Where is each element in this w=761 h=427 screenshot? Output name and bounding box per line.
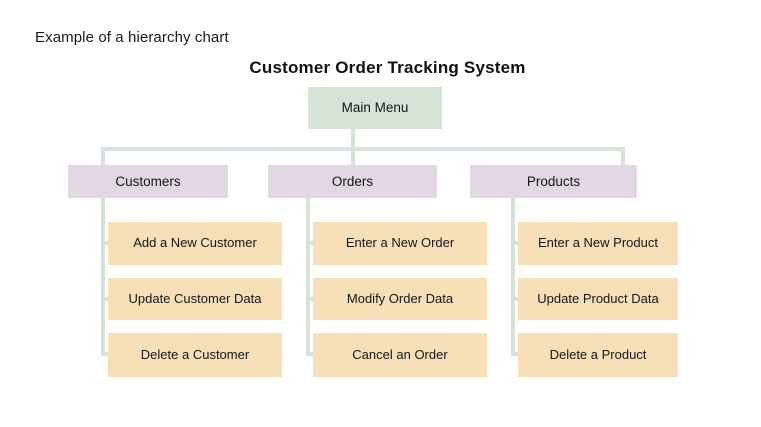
node-products-label: Products <box>526 173 581 189</box>
node-modify-order-data-label: Modify Order Data <box>346 290 454 306</box>
node-orders[interactable]: Orders <box>268 165 437 198</box>
node-cancel-an-order[interactable]: Cancel an Order <box>313 333 487 377</box>
connector-stub-orders-3 <box>306 352 316 356</box>
connector-root-stem <box>351 129 355 150</box>
connector-stub-products-1 <box>511 241 521 245</box>
connector-trunk-products <box>511 198 515 356</box>
node-delete-a-product[interactable]: Delete a Product <box>518 333 678 377</box>
connector-trunk-customers <box>101 198 105 356</box>
connector-stub-products-2 <box>511 297 521 301</box>
node-update-customer-data[interactable]: Update Customer Data <box>108 278 282 320</box>
node-cancel-an-order-label: Cancel an Order <box>352 346 448 362</box>
connector-stub-orders-1 <box>306 241 316 245</box>
node-update-customer-data-label: Update Customer Data <box>128 290 262 306</box>
node-delete-a-customer-label: Delete a Customer <box>140 346 250 362</box>
node-add-a-new-customer[interactable]: Add a New Customer <box>108 222 282 265</box>
node-delete-a-product-label: Delete a Product <box>549 346 647 362</box>
node-main-menu-label: Main Menu <box>341 100 409 116</box>
chart-title-text: Customer Order Tracking System <box>249 58 526 77</box>
node-products[interactable]: Products <box>470 165 637 198</box>
node-update-product-data-label: Update Product Data <box>537 290 659 306</box>
connector-stub-customers-2 <box>101 297 111 301</box>
connector-trunk-orders <box>306 198 310 356</box>
connector-stub-customers-1 <box>101 241 111 245</box>
node-update-product-data[interactable]: Update Product Data <box>518 278 678 320</box>
node-add-a-new-customer-label: Add a New Customer <box>133 235 257 251</box>
connector-drop-customers <box>101 147 105 167</box>
node-modify-order-data[interactable]: Modify Order Data <box>313 278 487 320</box>
connector-drop-orders <box>351 147 355 167</box>
node-customers-label: Customers <box>115 173 181 189</box>
connector-root-bus <box>101 147 625 151</box>
connector-stub-orders-2 <box>306 297 316 301</box>
node-enter-a-new-product-label: Enter a New Product <box>538 235 658 251</box>
node-delete-a-customer[interactable]: Delete a Customer <box>108 333 282 377</box>
node-enter-a-new-order-label: Enter a New Order <box>345 235 455 251</box>
connector-drop-products <box>621 147 625 167</box>
node-main-menu[interactable]: Main Menu <box>308 87 442 129</box>
connector-stub-products-3 <box>511 352 521 356</box>
node-customers[interactable]: Customers <box>68 165 228 198</box>
node-enter-a-new-order[interactable]: Enter a New Order <box>313 222 487 265</box>
node-orders-label: Orders <box>331 173 374 189</box>
chart-title: Customer Order Tracking System <box>0 58 761 78</box>
node-enter-a-new-product[interactable]: Enter a New Product <box>518 222 678 265</box>
connector-stub-customers-3 <box>101 352 111 356</box>
figure-caption: Example of a hierarchy chart <box>35 29 229 46</box>
